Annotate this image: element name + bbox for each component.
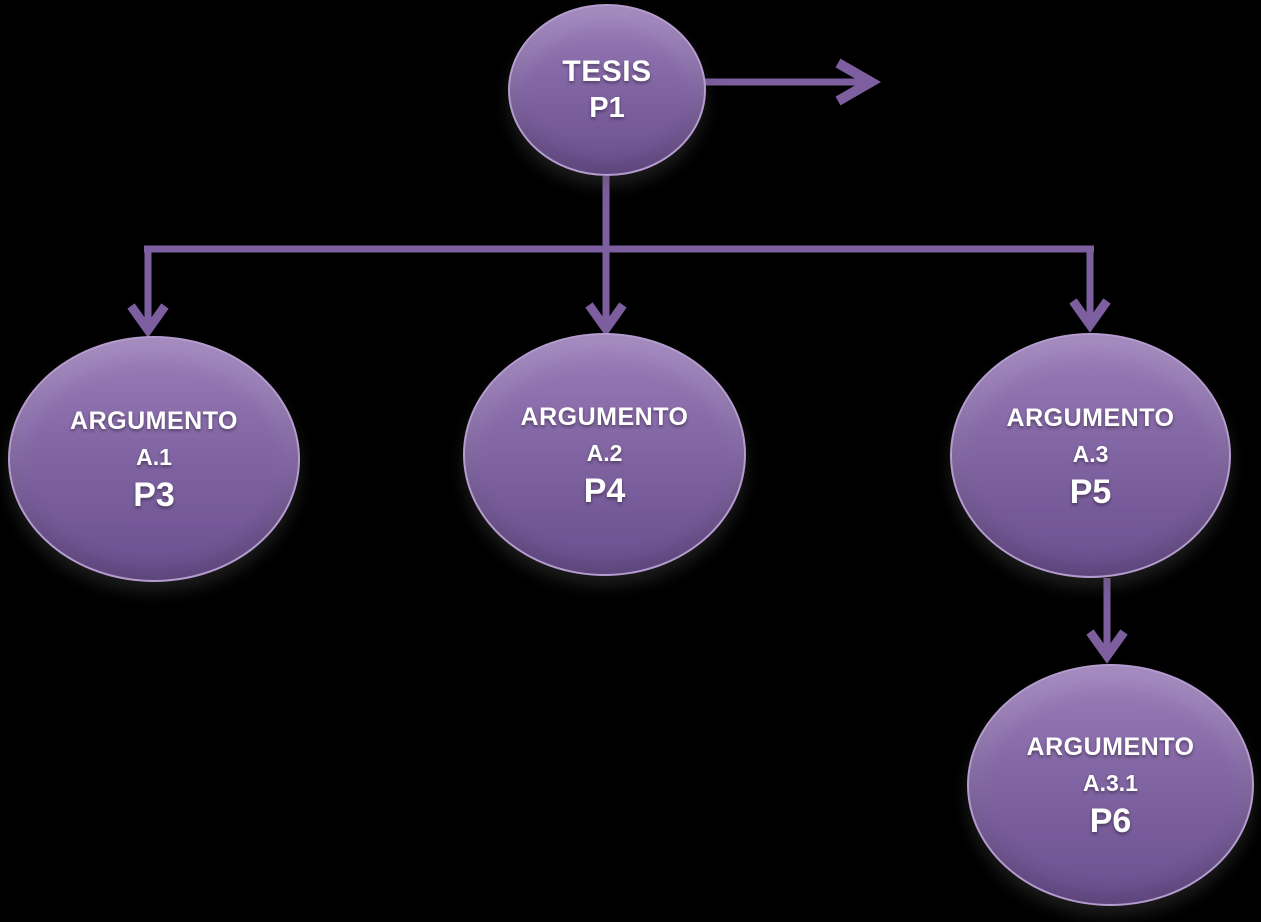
edge-a3-a31 (1086, 578, 1128, 664)
edge-tesis-a3 (1069, 246, 1111, 333)
node-tesis-code: P1 (589, 92, 625, 124)
node-tesis-label: TESIS (562, 55, 652, 88)
edge-tesis-offpage-right (705, 58, 882, 106)
node-a2-label: ARGUMENTO (520, 402, 689, 431)
node-a2-ref: P4 (583, 471, 626, 510)
node-a31-label: ARGUMENTO (1026, 733, 1195, 761)
node-a31-code: A.3.1 (1083, 770, 1138, 796)
node-argumento-a1: ARGUMENTO A.1 P3 (8, 336, 300, 582)
node-argumento-a2: ARGUMENTO A.2 P4 (463, 333, 746, 576)
node-a31-ref: P6 (1089, 802, 1132, 840)
node-a1-label: ARGUMENTO (70, 407, 238, 435)
node-argumento-a3: ARGUMENTO A.3 P5 (950, 333, 1231, 578)
node-a3-label: ARGUMENTO (1006, 403, 1175, 432)
node-argumento-a31: ARGUMENTO A.3.1 P6 (967, 664, 1254, 906)
edge-tesis-a1 (127, 246, 169, 338)
node-a3-ref: P5 (1069, 472, 1112, 511)
node-a3-code: A.3 (1072, 440, 1109, 467)
node-a2-code: A.2 (586, 439, 623, 466)
node-a1-ref: P3 (133, 476, 175, 514)
node-tesis: TESIS P1 (508, 4, 706, 176)
node-a1-code: A.1 (136, 444, 172, 470)
